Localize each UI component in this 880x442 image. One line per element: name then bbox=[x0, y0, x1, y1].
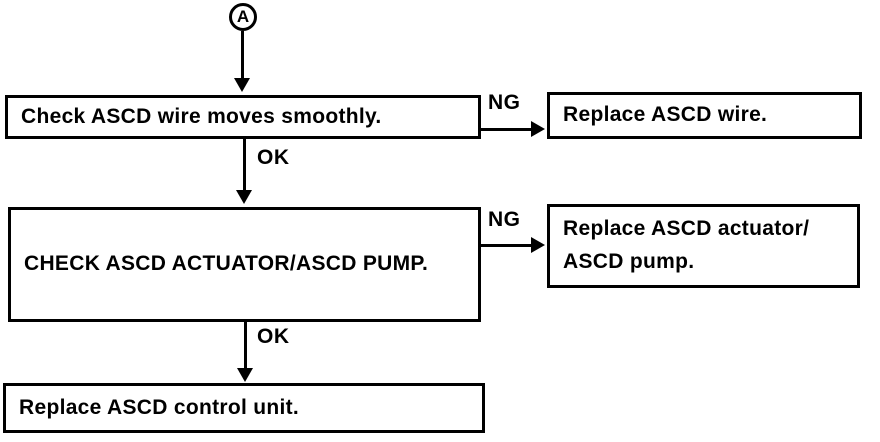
edge-label-ok-actuator: OK bbox=[257, 325, 290, 348]
arrowhead-right-icon bbox=[531, 121, 545, 137]
arrow-line-wire-ok bbox=[243, 139, 246, 191]
node-replace-ascd-actuator-pump: Replace ASCD actuator/ ASCD pump. bbox=[547, 204, 860, 288]
arrow-line-a-to-check-wire bbox=[241, 31, 244, 81]
node-check-ascd-wire-label: Check ASCD wire moves smoothly. bbox=[21, 104, 382, 128]
node-replace-ascd-control-unit-label: Replace ASCD control unit. bbox=[19, 395, 300, 419]
arrowhead-down-icon bbox=[234, 78, 250, 92]
edge-label-ng-actuator: NG bbox=[488, 208, 521, 231]
edge-label-ok-wire: OK bbox=[257, 146, 290, 169]
arrowhead-down-icon bbox=[237, 368, 253, 382]
arrow-line-wire-ng bbox=[481, 128, 533, 131]
node-check-ascd-actuator-pump: CHECK ASCD ACTUATOR/ASCD PUMP. bbox=[8, 207, 481, 322]
node-replace-ascd-wire: Replace ASCD wire. bbox=[547, 92, 862, 139]
node-replace-ascd-wire-label: Replace ASCD wire. bbox=[563, 103, 768, 127]
node-replace-ascd-control-unit: Replace ASCD control unit. bbox=[3, 383, 485, 433]
node-check-ascd-actuator-pump-label: CHECK ASCD ACTUATOR/ASCD PUMP. bbox=[24, 252, 429, 276]
arrowhead-down-icon bbox=[236, 190, 252, 204]
edge-label-ng-wire: NG bbox=[488, 91, 521, 114]
arrowhead-right-icon bbox=[531, 237, 545, 253]
connector-a-label: A bbox=[236, 7, 250, 26]
node-replace-ascd-actuator-pump-label: Replace ASCD actuator/ ASCD pump. bbox=[563, 217, 810, 273]
arrow-line-actuator-ng bbox=[481, 244, 533, 247]
arrow-line-actuator-ok bbox=[244, 322, 247, 369]
connector-a-circle: A bbox=[229, 3, 257, 31]
node-check-ascd-wire: Check ASCD wire moves smoothly. bbox=[5, 95, 481, 139]
